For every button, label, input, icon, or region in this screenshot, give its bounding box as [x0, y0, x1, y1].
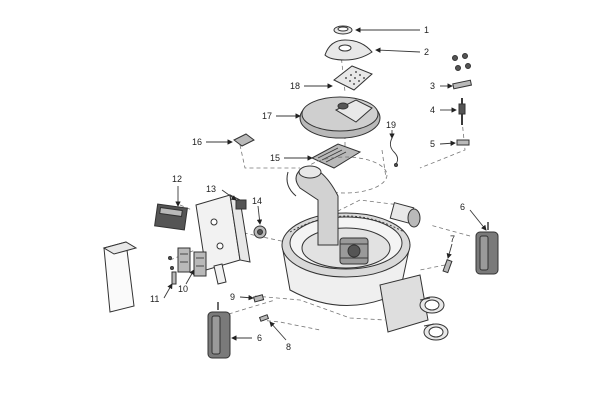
- part-14-gauge: [253, 225, 267, 239]
- callout-12: 12: [172, 174, 182, 184]
- callout-17: 17: [262, 111, 272, 121]
- callout-19: 19: [386, 120, 396, 130]
- right-nozzle: [389, 202, 421, 228]
- part-13-connector: [235, 199, 247, 210]
- part-17-lid: [299, 96, 381, 139]
- part-1-cap: [333, 25, 353, 35]
- callout-6-lower: 6: [257, 333, 262, 343]
- part-9-fitting: [253, 294, 265, 303]
- part-13-junction-box: [195, 194, 251, 285]
- callout-16: 16: [192, 137, 202, 147]
- part-2-gasket: [324, 39, 373, 61]
- part-6-cover-lower: [207, 302, 231, 359]
- part-5-clip: [456, 139, 470, 146]
- part-15-board: [310, 143, 362, 169]
- part-3-hardware: [452, 53, 473, 90]
- callout-2: 2: [424, 47, 429, 57]
- part-12-control-module: [154, 203, 188, 231]
- part-18-keypad: [333, 65, 373, 91]
- callout-18: 18: [290, 81, 300, 91]
- callout-3: 3: [430, 81, 435, 91]
- callout-leaders: [163, 27, 487, 341]
- blower-motor: [339, 237, 369, 265]
- callout-5: 5: [430, 139, 435, 149]
- callout-4: 4: [430, 105, 435, 115]
- callout-10: 10: [178, 284, 188, 294]
- part-11-fuse: [171, 271, 177, 285]
- part-7-screw: [442, 259, 453, 274]
- callout-labels: 1 2 3 4 5 6 6 6 7 8 9 10 11 12 13 14 15 …: [150, 25, 465, 352]
- part-6-cover-right: [475, 222, 499, 275]
- callout-15: 15: [270, 153, 280, 163]
- part-19-wire: [389, 137, 399, 167]
- callout-6-right: 6: [460, 202, 465, 212]
- upper-frame-outline: [302, 156, 388, 194]
- callout-1: 1: [424, 25, 429, 35]
- callout-14: 14: [252, 196, 262, 206]
- callout-13: 13: [206, 184, 216, 194]
- part-10-terminal-strip: [168, 247, 207, 277]
- exchanger-elbow-pipe: [286, 165, 339, 246]
- outlet-manifold: [379, 274, 449, 341]
- callout-7: 7: [450, 234, 455, 244]
- callout-11: 11: [150, 294, 159, 304]
- left-cover-panel: [102, 241, 138, 313]
- callout-8: 8: [286, 342, 291, 352]
- part-16-bracket: [233, 133, 255, 147]
- callout-9: 9: [230, 292, 235, 302]
- part-4-probe: [458, 98, 466, 125]
- part-8-screw: [258, 314, 270, 322]
